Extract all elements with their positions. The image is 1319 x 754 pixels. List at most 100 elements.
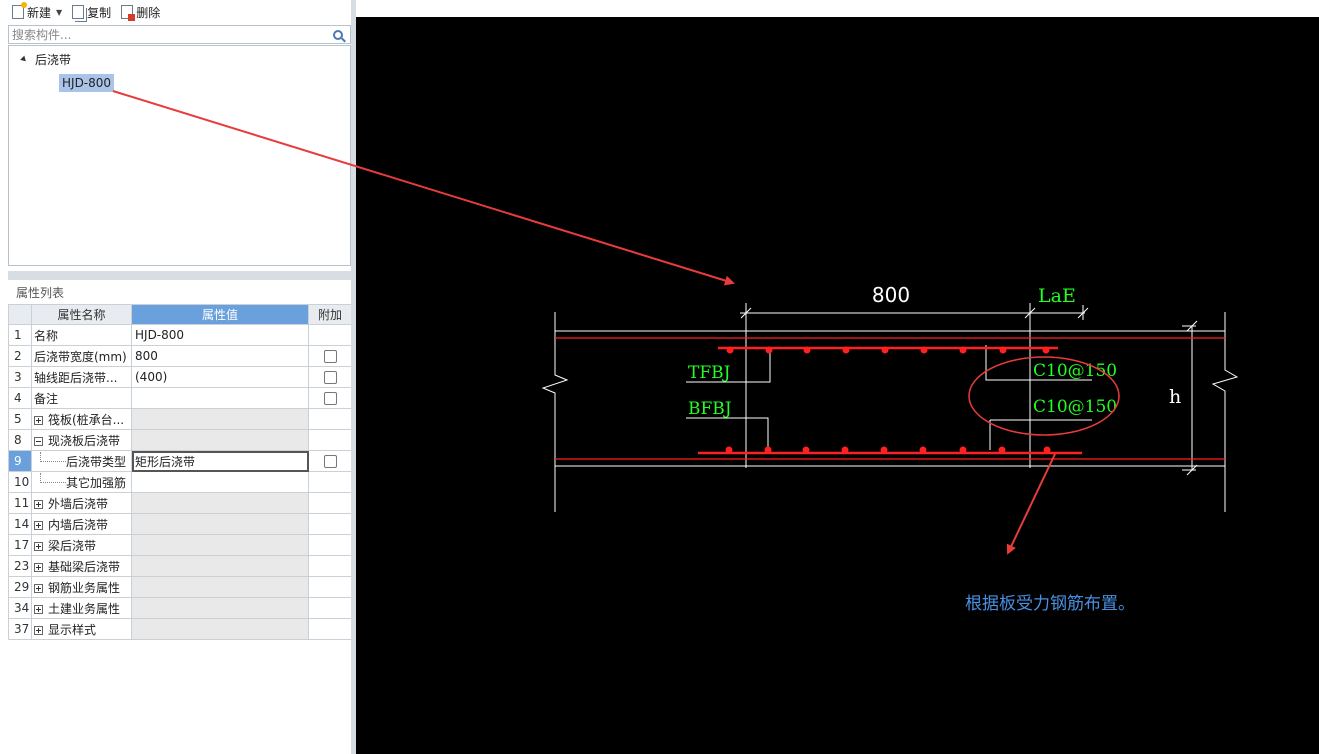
extra-cell xyxy=(308,345,352,367)
tree-connector xyxy=(40,473,66,483)
row-number: 17 xyxy=(8,534,32,556)
header-extra[interactable]: 附加 xyxy=(308,304,352,325)
tree-node-hjd-800[interactable]: HJD-800 xyxy=(59,73,115,93)
expand-icon[interactable] xyxy=(34,625,43,635)
property-group: 钢筋业务属性 xyxy=(31,576,132,598)
header-corner xyxy=(8,304,32,325)
row-number: 34 xyxy=(8,597,32,619)
new-button[interactable]: 新建 ▼ xyxy=(12,2,62,22)
group-label: 内墙后浇带 xyxy=(48,517,109,532)
search-input[interactable] xyxy=(9,26,333,43)
table-row[interactable]: 3 轴线距后浇带... (400) xyxy=(8,366,352,388)
expand-icon[interactable] xyxy=(34,604,43,614)
copy-icon xyxy=(72,5,85,19)
table-row-selected[interactable]: 9 后浇带类型 矩形后浇带 xyxy=(8,450,352,472)
table-row[interactable]: 17 梁后浇带 xyxy=(8,534,352,556)
property-value-editor[interactable]: 矩形后浇带 xyxy=(131,450,309,472)
property-group: 基础梁后浇带 xyxy=(31,555,132,577)
delete-button[interactable]: 删除 xyxy=(121,2,160,22)
panel-splitter[interactable] xyxy=(8,271,351,280)
property-name: 后浇带类型 xyxy=(31,450,132,472)
header-name[interactable]: 属性名称 xyxy=(31,304,132,325)
extra-cell xyxy=(308,492,352,514)
tree-child-label: HJD-800 xyxy=(59,74,115,92)
property-group: 现浇板后浇带 xyxy=(31,429,132,451)
row-number: 4 xyxy=(8,387,32,409)
property-group: 内墙后浇带 xyxy=(31,513,132,535)
delete-icon xyxy=(121,5,136,21)
property-group: 筏板(桩承台... xyxy=(31,408,132,430)
component-toolbar: 新建 ▼ 复制 删除 xyxy=(0,0,352,24)
new-file-icon xyxy=(12,2,27,19)
expand-icon[interactable] xyxy=(34,415,43,425)
table-row[interactable]: 1 名称 HJD-800 xyxy=(8,324,352,346)
new-button-label: 新建 xyxy=(27,5,52,20)
sub-property-label: 其它加强筋 xyxy=(66,476,127,490)
property-value xyxy=(131,408,309,430)
group-label: 筏板(桩承台... xyxy=(48,412,125,427)
table-row[interactable]: 37 显示样式 xyxy=(8,618,352,640)
row-number: 8 xyxy=(8,429,32,451)
panel-divider[interactable] xyxy=(351,0,356,754)
property-list-title: 属性列表 xyxy=(16,286,65,300)
property-value xyxy=(131,513,309,535)
extra-checkbox[interactable] xyxy=(323,371,337,384)
copy-button[interactable]: 复制 xyxy=(72,2,111,22)
extra-checkbox[interactable] xyxy=(323,455,337,468)
property-value[interactable]: (400) xyxy=(131,366,309,388)
property-value[interactable]: HJD-800 xyxy=(131,324,309,346)
header-value[interactable]: 属性值 xyxy=(131,304,309,325)
sub-property-label: 后浇带类型 xyxy=(66,455,127,469)
chevron-down-icon[interactable]: ▼ xyxy=(56,7,63,17)
property-table: 属性名称 属性值 附加 1 名称 HJD-800 2 后浇带宽度(mm) 800… xyxy=(8,304,352,640)
property-value xyxy=(131,576,309,598)
table-row[interactable]: 8 现浇板后浇带 xyxy=(8,429,352,451)
extra-cell xyxy=(308,534,352,556)
table-row[interactable]: 29 钢筋业务属性 xyxy=(8,576,352,598)
property-group: 梁后浇带 xyxy=(31,534,132,556)
collapse-triangle-icon[interactable] xyxy=(20,55,28,63)
table-row[interactable]: 34 土建业务属性 xyxy=(8,597,352,619)
expand-icon[interactable] xyxy=(34,583,43,593)
row-number: 1 xyxy=(8,324,32,346)
delete-button-label: 删除 xyxy=(136,5,161,20)
search-box xyxy=(8,25,351,44)
row-number: 29 xyxy=(8,576,32,598)
property-value[interactable] xyxy=(131,387,309,409)
tree-root-label: 后浇带 xyxy=(35,52,72,67)
extra-checkbox[interactable] xyxy=(323,392,337,405)
row-number: 2 xyxy=(8,345,32,367)
property-value[interactable] xyxy=(131,471,309,493)
extra-cell xyxy=(308,597,352,619)
table-row[interactable]: 2 后浇带宽度(mm) 800 xyxy=(8,345,352,367)
extra-checkbox[interactable] xyxy=(323,350,337,363)
expand-icon[interactable] xyxy=(34,499,43,509)
extra-cell xyxy=(308,471,352,493)
table-row[interactable]: 4 备注 xyxy=(8,387,352,409)
extra-cell xyxy=(308,429,352,451)
table-row[interactable]: 14 内墙后浇带 xyxy=(8,513,352,535)
table-row[interactable]: 23 基础梁后浇带 xyxy=(8,555,352,577)
property-group: 外墙后浇带 xyxy=(31,492,132,514)
property-value[interactable]: 800 xyxy=(131,345,309,367)
property-name: 备注 xyxy=(31,387,132,409)
table-header-row: 属性名称 属性值 附加 xyxy=(8,304,352,325)
expand-icon[interactable] xyxy=(34,541,43,551)
expand-icon[interactable] xyxy=(34,562,43,572)
cad-drawing-canvas[interactable] xyxy=(356,17,1319,754)
property-value xyxy=(131,618,309,640)
table-row[interactable]: 11 外墙后浇带 xyxy=(8,492,352,514)
extra-cell xyxy=(308,576,352,598)
expand-icon[interactable] xyxy=(34,520,43,530)
property-value xyxy=(131,555,309,577)
row-number: 37 xyxy=(8,618,32,640)
extra-cell xyxy=(308,366,352,388)
row-number: 14 xyxy=(8,513,32,535)
collapse-icon[interactable] xyxy=(34,436,43,446)
tree-node-root[interactable]: 后浇带 xyxy=(20,49,72,69)
row-number: 9 xyxy=(8,450,32,472)
table-row[interactable]: 10 其它加强筋 xyxy=(8,471,352,493)
table-row[interactable]: 5 筏板(桩承台... xyxy=(8,408,352,430)
search-icon[interactable] xyxy=(333,29,343,40)
extra-cell xyxy=(308,450,352,472)
